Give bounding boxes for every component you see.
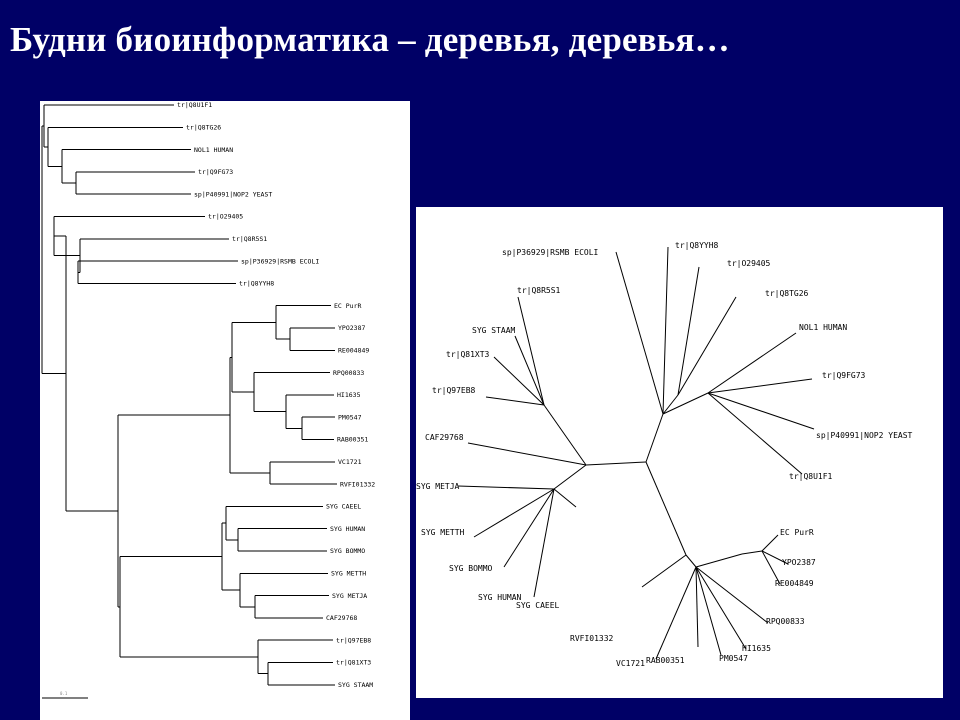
rect-tree-leaf-label: EC PurR bbox=[334, 302, 361, 310]
radial-tree-leaf-label: SYG BOMMO bbox=[449, 564, 493, 573]
radial-tree-leaf-branch bbox=[695, 566, 769, 624]
rect-tree-leaf-label: RAB00351 bbox=[337, 436, 368, 444]
radial-tree-leaf-branch bbox=[615, 251, 664, 415]
rect-tree-leaf-label: SYG CAEEL bbox=[326, 503, 361, 511]
radial-tree-leaf-branch bbox=[467, 442, 587, 466]
rect-tree-leaf-label: tr|Q9FG73 bbox=[198, 168, 233, 176]
rect-tree-leaf-label: SYG BOMMO bbox=[330, 547, 365, 555]
rect-tree-leaf-label: CAF29768 bbox=[326, 614, 357, 622]
radial-tree-leaf-branch bbox=[553, 488, 577, 508]
radial-tree-leaf-branch bbox=[707, 392, 803, 475]
radial-tree-leaf-branch bbox=[707, 392, 815, 430]
rect-tree-leaf-label: RVFI01332 bbox=[340, 480, 375, 488]
rect-tree-leaf-label: sp|P40991|NOP2 YEAST bbox=[194, 190, 272, 198]
radial-tree-leaf-label: sp|P36929|RSMB ECOLI bbox=[502, 248, 599, 257]
slide-title: Будни биоинформатика – деревья, деревья… bbox=[10, 20, 730, 59]
radial-tree-leaf-label: SYG STAAM bbox=[472, 326, 516, 335]
radial-tree-internal-branch bbox=[662, 392, 709, 415]
radial-tree-leaf-branch bbox=[662, 246, 669, 415]
radial-tree-leaf-label: RPQ00833 bbox=[766, 617, 805, 626]
radial-tree-leaf-branch bbox=[695, 566, 722, 656]
radial-tree-leaf-label: SYG HUMAN bbox=[478, 593, 522, 602]
radial-tree-leaf-branch bbox=[761, 550, 781, 585]
rect-tree-leaf-label: tr|Q97EB8 bbox=[336, 636, 371, 644]
radial-tree-leaf-label: SYG CAEEL bbox=[516, 601, 560, 610]
radial-tree-internal-branch bbox=[585, 461, 647, 466]
radial-tree-leaf-label: CAF29768 bbox=[425, 433, 464, 442]
rect-tree-leaf-label: PM0547 bbox=[338, 413, 362, 421]
rect-tree-leaf-label: SYG HUMAN bbox=[330, 525, 365, 533]
radial-tree-leaf-branch bbox=[514, 335, 545, 406]
radial-tree-leaf-branch bbox=[457, 485, 555, 490]
radial-tree-internal-branch bbox=[695, 553, 743, 568]
radial-tree-leaf-branch bbox=[707, 378, 813, 394]
radial-tree-leaf-label: tr|Q8TG26 bbox=[765, 289, 809, 298]
rect-tree-leaf-label: tr|O29405 bbox=[208, 213, 243, 221]
radial-tree-leaf-label: SYG METTH bbox=[421, 528, 465, 537]
radial-tree-leaf-label: EC PurR bbox=[780, 528, 814, 537]
radial-tree-internal-branch bbox=[662, 394, 679, 415]
radial-tree-leaf-branch bbox=[761, 550, 789, 565]
radial-tree-leaf-label: NOL1 HUMAN bbox=[799, 323, 847, 332]
radial-tree-leaf-branch bbox=[677, 266, 700, 396]
radial-tree-internal-branch bbox=[553, 464, 587, 490]
radial-tree-internal-branch bbox=[543, 404, 587, 466]
radial-tree-leaf-branch bbox=[503, 488, 555, 568]
rect-tree-leaf-label: tr|Q8R5S1 bbox=[232, 235, 267, 243]
radial-tree-leaf-branch bbox=[641, 554, 687, 588]
scale-bar-label: 0.1 bbox=[60, 691, 68, 696]
radial-tree-leaf-branch bbox=[677, 296, 737, 396]
radial-tree-leaf-label: HI1635 bbox=[742, 644, 771, 653]
radial-tree-leaf-branch bbox=[655, 566, 697, 660]
radial-tree-leaf-label: SYG METJA bbox=[416, 482, 460, 491]
radial-tree-leaf-branch bbox=[517, 296, 545, 406]
rect-tree-leaf-label: sp|P36929|RSMB ECOLI bbox=[241, 257, 319, 265]
radial-tree-leaf-label: tr|Q8U1F1 bbox=[789, 472, 833, 481]
rect-tree-leaf-label: tr|Q8U1F1 bbox=[177, 101, 212, 109]
radial-tree-leaf-label: VC1721 bbox=[616, 659, 645, 668]
radial-tree-leaf-label: RE004849 bbox=[775, 579, 814, 588]
rect-tree-leaf-label: RPQ00833 bbox=[333, 369, 364, 377]
radial-tree-leaf-branch bbox=[761, 534, 779, 552]
radial-tree-leaf-branch bbox=[695, 566, 699, 648]
radial-tree-leaf-label: RAB00351 bbox=[646, 656, 685, 665]
radial-tree-leaf-label: PM0547 bbox=[719, 654, 748, 663]
radial-tree-leaf-branch bbox=[707, 332, 797, 394]
radial-tree-panel: sp|P36929|RSMB ECOLI tr|Q8YYH8 tr|O29405 tr… bbox=[416, 207, 943, 698]
rect-tree-leaf-label: tr|Q81XT3 bbox=[336, 659, 371, 667]
rect-tree-leaf-label: YPO2387 bbox=[338, 324, 365, 332]
radial-tree-leaf-label: tr|Q9FG73 bbox=[822, 371, 866, 380]
radial-tree-leaf-branch bbox=[485, 396, 545, 406]
radial-tree-leaf-label: RVFI01332 bbox=[570, 634, 614, 643]
radial-tree-leaf-branch bbox=[473, 488, 555, 538]
rect-tree-leaf-label: HI1635 bbox=[337, 391, 361, 399]
radial-tree-internal-branch bbox=[645, 461, 687, 556]
radial-tree-leaf-label: tr|Q81XT3 bbox=[446, 350, 490, 359]
radial-tree-leaf-branch bbox=[695, 566, 747, 650]
radial-tree-leaf-label: sp|P40991|NOP2 YEAST bbox=[816, 431, 913, 440]
rect-tree-leaf-label: NOL1 HUMAN bbox=[194, 146, 233, 154]
radial-tree-leaf-label: YPO2387 bbox=[782, 558, 816, 567]
rect-tree-leaf-label: tr|Q8YYH8 bbox=[239, 280, 274, 288]
radial-tree-leaf-label: tr|Q8R5S1 bbox=[517, 286, 561, 295]
radial-tree-leaf-label: tr|Q8YYH8 bbox=[675, 241, 719, 250]
rect-tree-leaf-label: SYG STAAM bbox=[338, 681, 373, 689]
radial-tree-leaf-branch bbox=[533, 488, 555, 598]
rect-tree-leaf-label: RE004849 bbox=[338, 347, 369, 355]
radial-tree: sp|P36929|RSMB ECOLI tr|Q8YYH8 tr|O29405 tr… bbox=[416, 241, 913, 668]
rect-tree-leaf-label: SYG METJA bbox=[332, 592, 367, 600]
radial-tree-leaf-label: tr|Q97EB8 bbox=[432, 386, 476, 395]
radial-tree-internal-branch bbox=[645, 413, 664, 463]
radial-tree-leaf-branch bbox=[493, 356, 545, 406]
radial-tree-internal-branch bbox=[741, 550, 763, 555]
rect-tree-leaf-label: tr|Q8TG26 bbox=[186, 124, 221, 132]
radial-tree-internal-branch bbox=[685, 554, 697, 568]
radial-tree-leaf-label: tr|O29405 bbox=[727, 259, 771, 268]
rect-tree-leaf-label: SYG METTH bbox=[331, 570, 366, 578]
rect-tree-leaf-label: VC1721 bbox=[338, 458, 362, 466]
